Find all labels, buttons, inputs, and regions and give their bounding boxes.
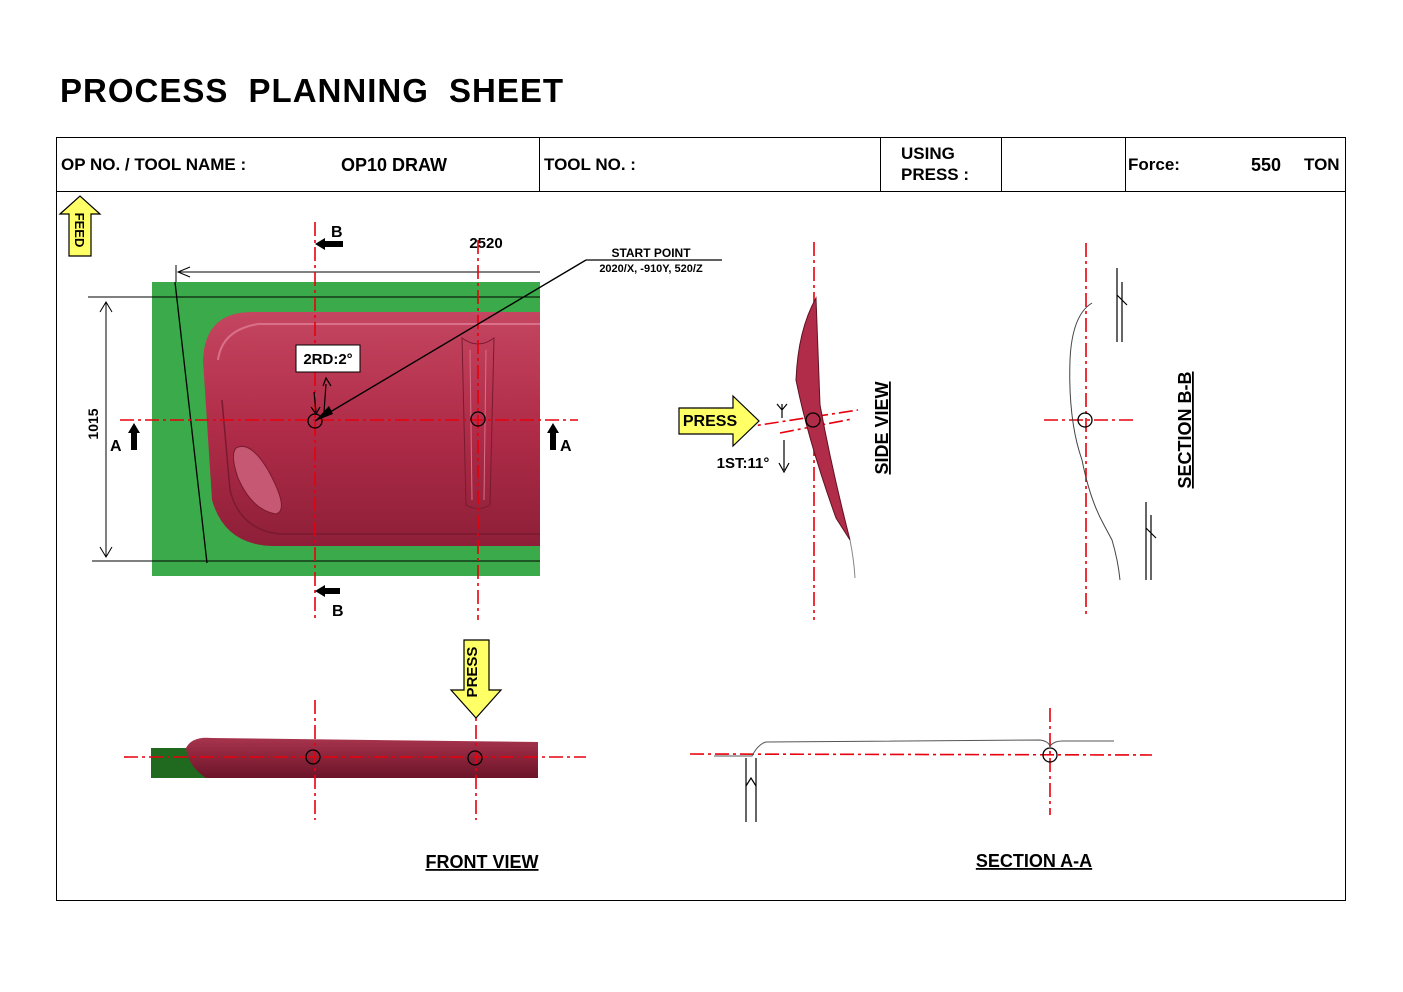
press-label-cell: USING PRESS : bbox=[881, 138, 1002, 191]
start-point-label: START POINT bbox=[611, 246, 691, 260]
press-side-label: PRESS bbox=[683, 413, 738, 430]
start-point-coords: 2020/X, -910Y, 520/Z bbox=[599, 263, 703, 275]
side-pivot-point bbox=[805, 412, 821, 428]
tool-label: TOOL NO. : bbox=[544, 155, 636, 174]
section-bb-profile bbox=[1069, 302, 1121, 581]
pivot-point-2 bbox=[470, 411, 486, 427]
press-side-arrow-icon bbox=[678, 394, 760, 448]
section-aa-label: SECTION A-A bbox=[976, 851, 1092, 871]
section-aa-profile bbox=[714, 739, 1114, 757]
section-b-top-label: B bbox=[331, 224, 343, 241]
planning-sheet-frame: OP NO. / TOOL NAME : OP10 DRAW TOOL NO. … bbox=[56, 137, 1346, 901]
width-dimension: 1015 bbox=[85, 408, 101, 439]
feed-arrow-icon: FEED bbox=[58, 195, 102, 257]
section-a-left-arrow-icon bbox=[128, 423, 140, 450]
section-aa-pivot bbox=[1042, 747, 1058, 763]
angle-2rd-label: 2RD:2° bbox=[303, 351, 352, 368]
side-view-profile bbox=[795, 296, 851, 541]
section-b-bottom-label: B bbox=[332, 603, 344, 620]
press-label-line2: PRESS : bbox=[901, 165, 970, 184]
force-cell: Force: 550 TON bbox=[1126, 138, 1345, 191]
section-a-right-label: A bbox=[560, 438, 572, 455]
side-view: PRESS 1ST:11° SIDE VIEW bbox=[678, 242, 892, 620]
page-title: PROCESS PLANNING SHEET bbox=[60, 72, 565, 109]
op-cell: OP NO. / TOOL NAME : OP10 DRAW bbox=[57, 138, 540, 191]
front-view-label: FRONT VIEW bbox=[426, 852, 539, 872]
op-value: OP10 DRAW bbox=[341, 155, 448, 175]
force-label: Force: bbox=[1128, 155, 1180, 174]
section-bb-view: SECTION B-B bbox=[1044, 243, 1195, 618]
section-bb-pivot bbox=[1077, 412, 1093, 428]
pivot-point-1 bbox=[307, 413, 323, 429]
section-b-bottom-arrow-icon bbox=[315, 585, 340, 597]
press-front-label: PRESS bbox=[464, 647, 481, 698]
section-bb-label: SECTION B-B bbox=[1175, 371, 1195, 488]
section-aa-view: SECTION A-A bbox=[689, 708, 1153, 871]
force-value: 550 bbox=[1251, 155, 1282, 175]
force-unit: TON bbox=[1304, 155, 1340, 174]
section-a-left-label: A bbox=[110, 438, 122, 455]
feed-label: FEED bbox=[72, 213, 87, 248]
tool-cell: TOOL NO. : bbox=[540, 138, 881, 191]
front-panel bbox=[186, 737, 538, 778]
press-front-arrow-icon bbox=[449, 639, 503, 719]
op-label: OP NO. / TOOL NAME : bbox=[61, 155, 247, 174]
top-view: 1015 2520 B B A A 2RD: bbox=[85, 222, 722, 620]
header-row: OP NO. / TOOL NAME : OP10 DRAW TOOL NO. … bbox=[57, 138, 1345, 192]
section-b-top-arrow-icon bbox=[315, 238, 343, 250]
angle-2rd-box bbox=[295, 344, 361, 373]
front-pivot-2 bbox=[467, 750, 483, 766]
length-dimension: 2520 bbox=[469, 235, 502, 252]
front-pivot-1 bbox=[305, 749, 321, 765]
panel-surface bbox=[203, 312, 540, 546]
press-value-cell bbox=[1002, 138, 1126, 191]
front-view: PRESS FRONT VIEW bbox=[124, 639, 586, 872]
side-view-label: SIDE VIEW bbox=[872, 381, 892, 474]
section-a-right-arrow-icon bbox=[547, 423, 559, 450]
press-label-line1: USING bbox=[901, 144, 955, 163]
angle-1st-label: 1ST:11° bbox=[717, 455, 770, 472]
